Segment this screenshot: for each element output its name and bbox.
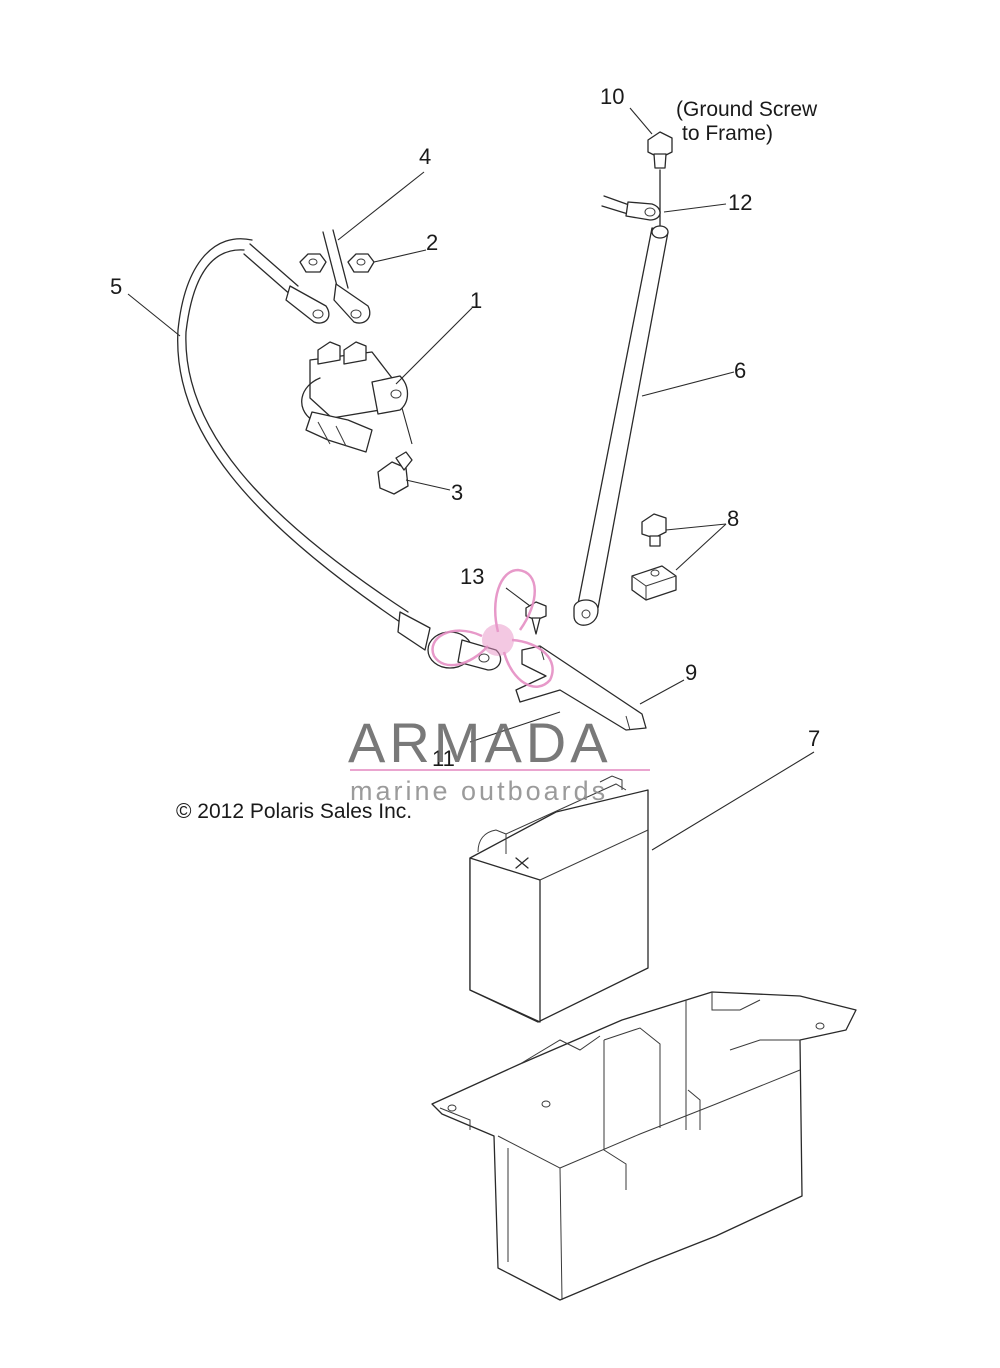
battery-tray-11 (431, 991, 857, 1301)
ground-cable-6 (573, 225, 669, 626)
cable-upper (243, 243, 330, 324)
watermark-tagline: marine outboards (350, 776, 608, 806)
callout-4: 4 (419, 144, 431, 169)
bolt-13 (525, 601, 547, 635)
callout-11: 11 (432, 746, 455, 771)
bolt-3 (377, 451, 413, 495)
leader-lines (127, 107, 815, 851)
callout-2: 2 (426, 230, 438, 255)
callout-5: 5 (110, 274, 122, 299)
armada-watermark: ARMADA marine outboards (348, 568, 650, 806)
watermark-brand: ARMADA (348, 711, 612, 774)
callout-9: 9 (685, 660, 697, 685)
nut-2 (299, 253, 375, 273)
cable-5 (177, 238, 502, 671)
solenoid-1 (301, 341, 409, 453)
callout-1: 1 (470, 288, 482, 313)
callout-8: 8 (727, 506, 739, 531)
ground-screw-note-line1: (Ground Screw (676, 98, 818, 121)
callout-7: 7 (808, 726, 820, 751)
fasteners-8 (631, 513, 677, 601)
cable-4 (322, 229, 371, 324)
callout-13: 13 (460, 564, 484, 589)
copyright-text: © 2012 Polaris Sales Inc. (176, 800, 412, 823)
battery-7 (469, 775, 649, 1023)
ground-screw-note-line2: to Frame) (682, 122, 773, 145)
callout-12: 12 (728, 190, 752, 215)
callout-10: 10 (600, 84, 624, 109)
cable-12 (601, 195, 661, 221)
callout-6: 6 (734, 358, 746, 383)
propeller-logo-icon (431, 568, 554, 688)
callout-3: 3 (451, 480, 463, 505)
